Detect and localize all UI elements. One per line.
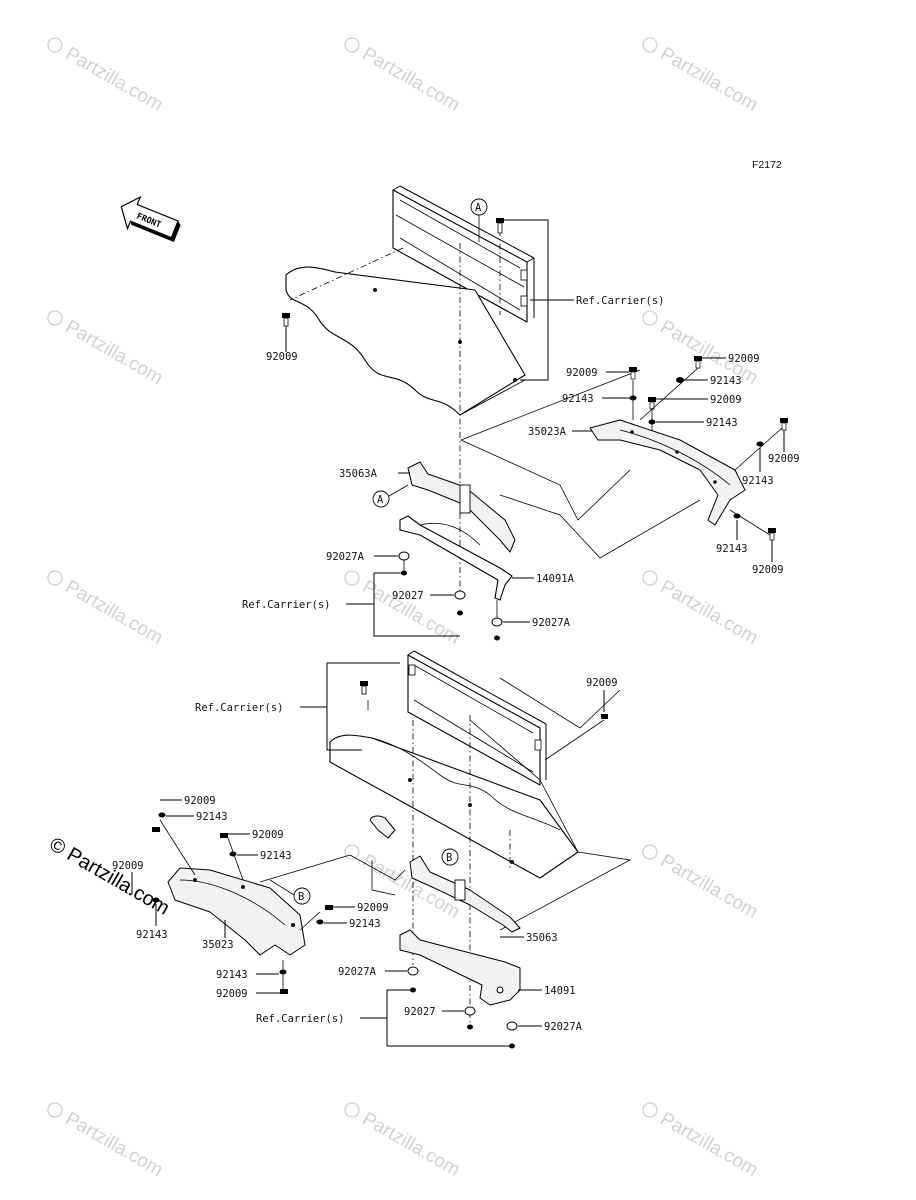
upper-bar-label: 14091A	[536, 573, 575, 585]
l-92143-5: 92143	[216, 969, 248, 981]
callout-a	[372, 490, 390, 508]
watermark-text: Partzilla.com	[657, 576, 762, 649]
upper-washer-92027: 92027	[392, 590, 424, 602]
r-92143-4: 92143	[742, 475, 774, 487]
l-92009-1: 92009	[184, 795, 216, 807]
washer-icon	[152, 812, 324, 975]
lower-washer-92027: 92027	[404, 1006, 436, 1018]
l-92143-1: 92143	[196, 811, 228, 823]
watermark-text: Partzilla.com	[62, 576, 167, 649]
bolt-icon	[360, 681, 368, 695]
bolt-icon	[601, 714, 608, 719]
watermark-text: Partzilla.com	[359, 43, 464, 116]
upper-bracket-label: 35063A	[339, 468, 378, 480]
lower-washer-92027A-top: 92027A	[338, 966, 377, 978]
l-92009-5: 92009	[216, 988, 248, 1000]
watermark-text: Partzilla.com	[62, 316, 167, 389]
callout-a-label: A	[377, 494, 384, 506]
watermark-text: Partzilla.com	[62, 43, 167, 116]
lower-washer-92027A-bottom: 92027A	[544, 1021, 583, 1033]
watermark-text: Partzilla.com	[62, 1108, 167, 1181]
upper-fender-35023A	[589, 419, 746, 526]
r-92009-4: 92009	[768, 453, 800, 465]
upper-washer-92027A-top: 92027A	[326, 551, 365, 563]
r-92009-3: 92009	[710, 394, 742, 406]
lower-bracket-label: 35063	[526, 932, 558, 944]
l-92143-3: 92143	[349, 918, 381, 930]
r-92143-5: 92143	[716, 543, 748, 555]
brand-watermark: © Partzilla.com	[46, 833, 174, 919]
lower-bracket-35063	[409, 855, 521, 933]
l-92009-2: 92009	[252, 829, 284, 841]
upper-ref-carrier-2: Ref.Carrier(s)	[242, 599, 331, 611]
bolt-icon	[282, 313, 290, 327]
lower-assembly: Ref.Carrier(s) 92009 B 35063 14	[112, 650, 632, 1049]
lower-bar-label: 14091	[544, 985, 576, 997]
front-arrow-icon: FRONT	[120, 195, 181, 242]
upper-bracket-35063A	[407, 461, 516, 553]
l-92143-2: 92143	[260, 850, 292, 862]
l-92009-4: 92009	[112, 860, 144, 872]
callout-a-label: A	[475, 202, 482, 214]
r-92143-3: 92143	[706, 417, 738, 429]
r-92009-6: 92009	[752, 564, 784, 576]
washer-icon	[407, 966, 518, 1049]
bolt-icon	[152, 827, 333, 994]
lower-bar-14091	[399, 929, 521, 1006]
lower-ref-carrier-1: Ref.Carrier(s)	[195, 702, 284, 714]
lower-carrier-frame	[407, 650, 547, 786]
upper-bed-panel	[285, 266, 526, 416]
watermark-text: Partzilla.com	[657, 43, 762, 116]
upper-bar-14091A	[399, 515, 513, 601]
watermark-text: Partzilla.com	[657, 850, 762, 923]
r-92009-2: 92009	[728, 353, 760, 365]
callout-b-label: B	[446, 852, 452, 864]
lower-ref-carrier-2: Ref.Carrier(s)	[256, 1013, 345, 1025]
washer-icon	[398, 551, 503, 641]
lower-bolt-right-label: 92009	[586, 677, 618, 689]
watermark-text: Partzilla.com	[657, 1108, 762, 1181]
bolt-icon	[496, 218, 504, 234]
lower-bed-panel	[329, 734, 579, 879]
figure-code: F2172	[752, 159, 782, 171]
upper-fender-label: 35023A	[528, 426, 567, 438]
l-92009-3: 92009	[357, 902, 389, 914]
upper-bolt-left-label: 92009	[266, 351, 298, 363]
upper-washer-92027A-bottom: 92027A	[532, 617, 571, 629]
upper-ref-carrier-1: Ref.Carrier(s)	[576, 295, 665, 307]
lower-fender-label: 35023	[202, 939, 234, 951]
callout-b	[441, 848, 459, 866]
r-92143-2: 92143	[710, 375, 742, 387]
callout-b-label: B	[298, 891, 304, 903]
r-92009-1: 92009	[566, 367, 598, 379]
r-92143-1: 92143	[562, 393, 594, 405]
watermark-text: Partzilla.com	[359, 1108, 464, 1181]
callout-b	[293, 887, 311, 905]
upper-assembly: A Ref.Carrier(s) 92009 350	[242, 185, 800, 641]
l-92143-4: 92143	[136, 929, 168, 941]
lower-fender-35023	[167, 867, 306, 956]
